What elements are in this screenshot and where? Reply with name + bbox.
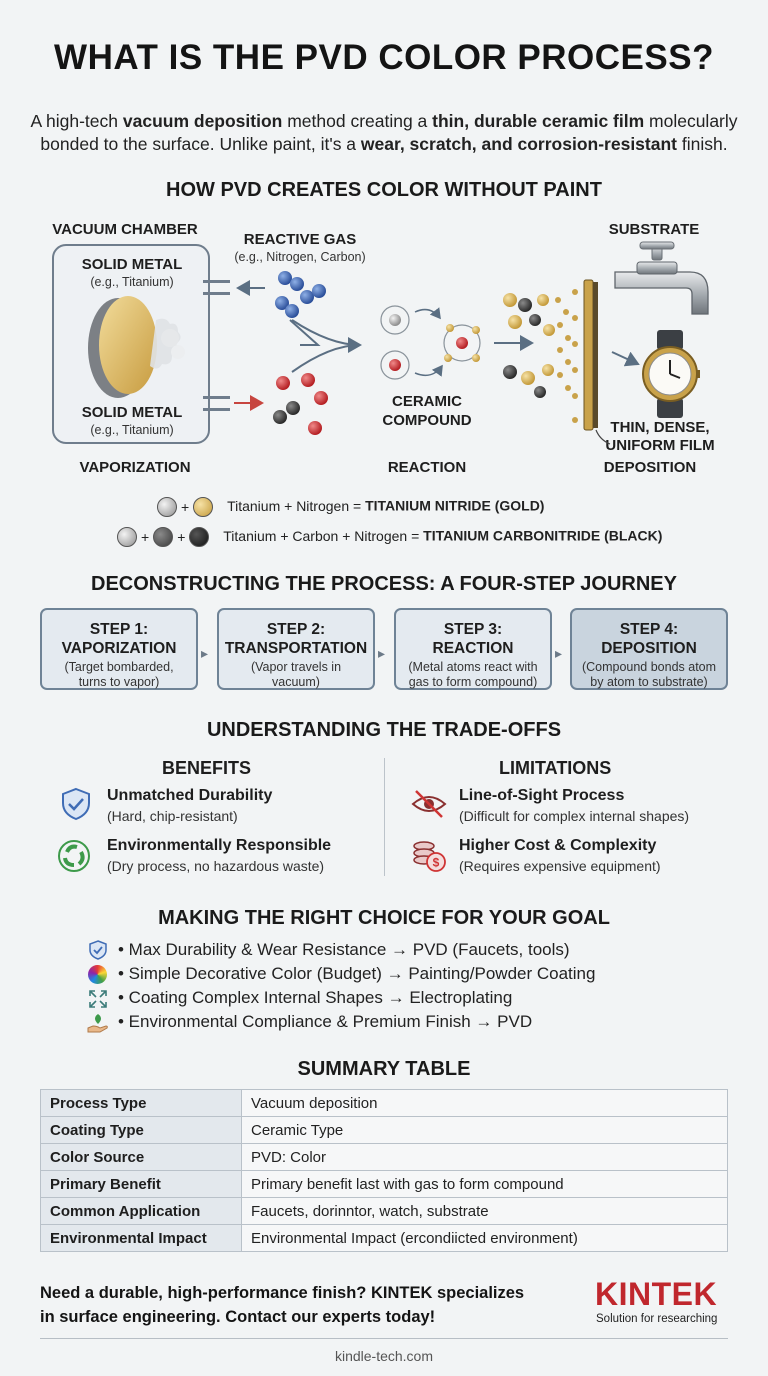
titanium-ball-icon: [157, 497, 177, 517]
ceramic-compound-label-1: CERAMIC: [392, 393, 462, 410]
limitations-heading: LIMITATIONS: [499, 758, 612, 778]
benefit-2-title: Environmentally Responsible: [107, 837, 332, 854]
choice-item-2: • Simple Decorative Color (Budget) → Pai…: [118, 964, 596, 983]
limitation-2-desc: (Requires expensive equipment): [459, 858, 661, 874]
color-wheel-icon: [88, 965, 107, 984]
ceramic-compound-label-2: COMPOUND: [382, 412, 472, 429]
faucet-icon: [614, 241, 709, 315]
film-label-1: THIN, DENSE,: [610, 419, 710, 436]
reactive-gas-label: REACTIVE GAS: [243, 231, 357, 248]
deposition-particles: [503, 289, 578, 423]
solid-metal-label-top: SOLID METAL: [81, 256, 183, 273]
solid-metal-example-top: (e.g., Titanium): [90, 275, 174, 289]
recycle-icon: [58, 840, 90, 872]
step-arrow-icon: ▸: [201, 645, 209, 661]
column-divider: [384, 758, 385, 876]
intro-text: A high-tech vacuum deposition method cre…: [30, 111, 738, 154]
summary-heading: SUMMARY TABLE: [297, 1058, 471, 1080]
shield-check-icon: [62, 787, 90, 821]
step-arrow-icon: ▸: [378, 645, 386, 661]
expand-arrows-icon: [89, 990, 107, 1008]
solid-metal-example-bottom: (e.g., Titanium): [90, 423, 174, 437]
diagram-heading: HOW PVD CREATES COLOR WITHOUT PAINT: [166, 179, 602, 201]
reaction-atoms: [380, 305, 534, 380]
formula-gold: + Titanium + Nitrogen = TITANIUM NITRIDE…: [157, 497, 544, 517]
benefits-heading: BENEFITS: [162, 758, 252, 778]
limitation-1-desc: (Difficult for complex internal shapes): [459, 808, 690, 824]
brand-tagline: Solution for researching: [596, 1313, 718, 1325]
step-arrow-icon: ▸: [555, 645, 563, 661]
limitation-2-title: Higher Cost & Complexity: [459, 837, 657, 854]
carbon-particles: [273, 373, 328, 435]
benefit-2-desc: (Dry process, no hazardous waste): [107, 858, 325, 874]
titanium-ball-icon: [117, 527, 137, 547]
stage-deposition-label: DEPOSITION: [603, 459, 697, 476]
reactive-gas-example: (e.g., Nitrogen, Carbon): [234, 250, 366, 264]
stage-reaction-label: REACTION: [387, 459, 467, 476]
steps-heading: DECONSTRUCTING THE PROCESS: A FOUR-STEP …: [91, 573, 677, 595]
choice-item-3: • Coating Complex Internal Shapes → Elec…: [118, 988, 513, 1007]
carbon-ball-icon: [153, 527, 174, 547]
benefit-1-desc: (Hard, chip-resistant): [107, 808, 238, 824]
substrate-label: SUBSTRATE: [608, 221, 700, 238]
svg-text:$: $: [433, 856, 440, 870]
footer-divider: [40, 1338, 728, 1339]
black-ball-icon: [189, 527, 210, 547]
nitrogen-molecules: [275, 271, 326, 318]
kintek-logo: KINTEK: [595, 1276, 718, 1312]
watch-icon: [642, 330, 700, 418]
choice-heading: MAKING THE RIGHT CHOICE FOR YOUR GOAL: [158, 907, 610, 929]
call-to-action: Need a durable, high-performance finish?…: [40, 1284, 525, 1326]
vacuum-chamber-label: VACUUM CHAMBER: [52, 221, 198, 238]
shield-check-icon: [89, 940, 107, 960]
hand-leaf-icon: [87, 1014, 108, 1033]
formula-black: ++ Titanium + Carbon + Nitrogen = TITANI…: [117, 527, 662, 547]
step-1-card: STEP 1:VAPORIZATION (Target bombarded,tu…: [40, 608, 198, 690]
stage-vaporization-label: VAPORIZATION: [79, 459, 191, 476]
coins-dollar-icon: $: [413, 841, 446, 872]
benefit-1-title: Unmatched Durability: [107, 787, 273, 804]
chamber-ports: [203, 280, 265, 411]
footer-link[interactable]: kindle-tech.com: [334, 1348, 434, 1364]
tradeoffs-heading: UNDERSTANDING THE TRADE-OFFS: [206, 719, 562, 741]
film-label-2: UNIFORM FILM: [605, 437, 715, 454]
choice-item-1: • Max Durability & Wear Resistance → PVD…: [118, 940, 570, 959]
solid-metal-label-bottom: SOLID METAL: [81, 404, 183, 421]
limitation-1-title: Line-of-Sight Process: [459, 787, 625, 804]
eye-slash-icon: [411, 790, 447, 818]
gold-ball-icon: [193, 497, 214, 517]
page-title: WHAT IS THE PVD COLOR PROCESS?: [54, 38, 714, 77]
merge-arrow: [289, 319, 362, 373]
choice-item-4: • Environmental Compliance & Premium Fin…: [118, 1012, 533, 1031]
